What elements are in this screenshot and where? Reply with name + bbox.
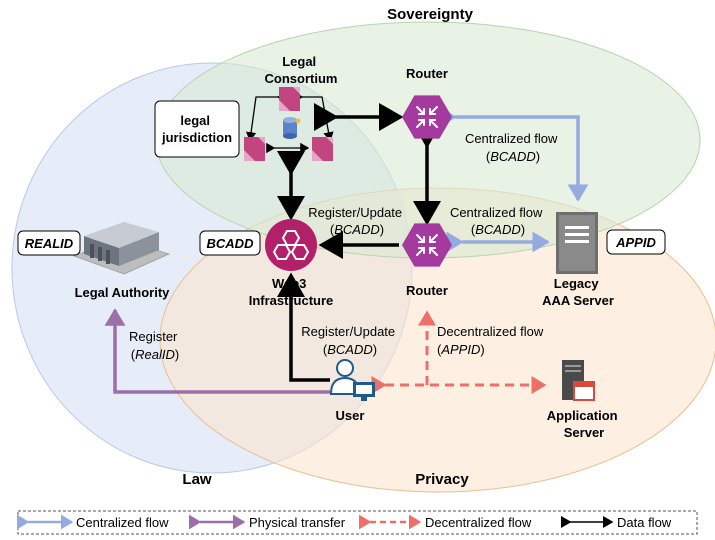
legacy-server-label: Legacy AAA Server [542,276,614,308]
appid-tag-label: APPID [615,235,656,250]
register-law-arrow [104,308,330,394]
legal-authority-label: Legal Authority [75,285,171,300]
legal-document-icon [279,87,300,111]
legend-centralized-label: Centralized flow [76,515,169,530]
bcadd-tag [199,230,261,256]
centralized-flow-top-label: Centralized flow (BCADD) [465,131,561,164]
router-top-label: Router [406,66,448,81]
application-server-label: Application Server [547,408,621,440]
user-label: User [336,408,365,423]
legend-data-label: Data flow [617,515,672,530]
decentralized-flow-label: Decentralized flow (APPID) [437,324,547,357]
database-icon [283,117,301,139]
region-title-sovereignty: Sovereignty [387,6,474,23]
bcadd-tag-label: BCADD [207,236,255,251]
centralized-flow-top-arrow [439,106,589,202]
consortium-internal-arrow [245,91,286,142]
region-title-law: Law [182,471,212,488]
router-top-icon [402,95,452,139]
realid-tag-label: REALID [25,236,74,251]
legal-jurisdiction-box [154,100,240,158]
legend-physical-label: Physical transfer [249,515,346,530]
router-bottom-icon [402,223,452,267]
realid-tag [17,230,81,256]
register-update-top-label: Register/Update (BCADD) [308,205,406,237]
register-law-label: Register (RealID) [129,329,181,362]
router-bottom-label: Router [406,283,448,298]
server-icon [556,212,598,274]
application-server-icon [562,360,595,401]
web3-icon [265,219,317,271]
web3-label: Web3 Infrastructure [249,276,334,308]
appid-tag [606,229,666,255]
region-title-privacy: Privacy [415,471,469,488]
register-update-bottom-label: Register/Update (BCADD) [301,324,399,357]
consortium-internal-arrow [294,91,334,142]
user-icon [329,359,375,401]
legal-jurisdiction-label: legal jurisdiction [161,113,232,145]
centralized-flow-mid-label: Centralized flow (BCADD) [450,205,546,237]
legal-document-icon [244,137,265,161]
building-icon [72,222,171,275]
user-to-web3-arrow [277,272,330,382]
legal-document-icon [312,137,333,161]
legal-consortium-label: Legal Consortium [265,54,338,86]
legend-decentralized-label: Decentralized flow [425,515,532,530]
